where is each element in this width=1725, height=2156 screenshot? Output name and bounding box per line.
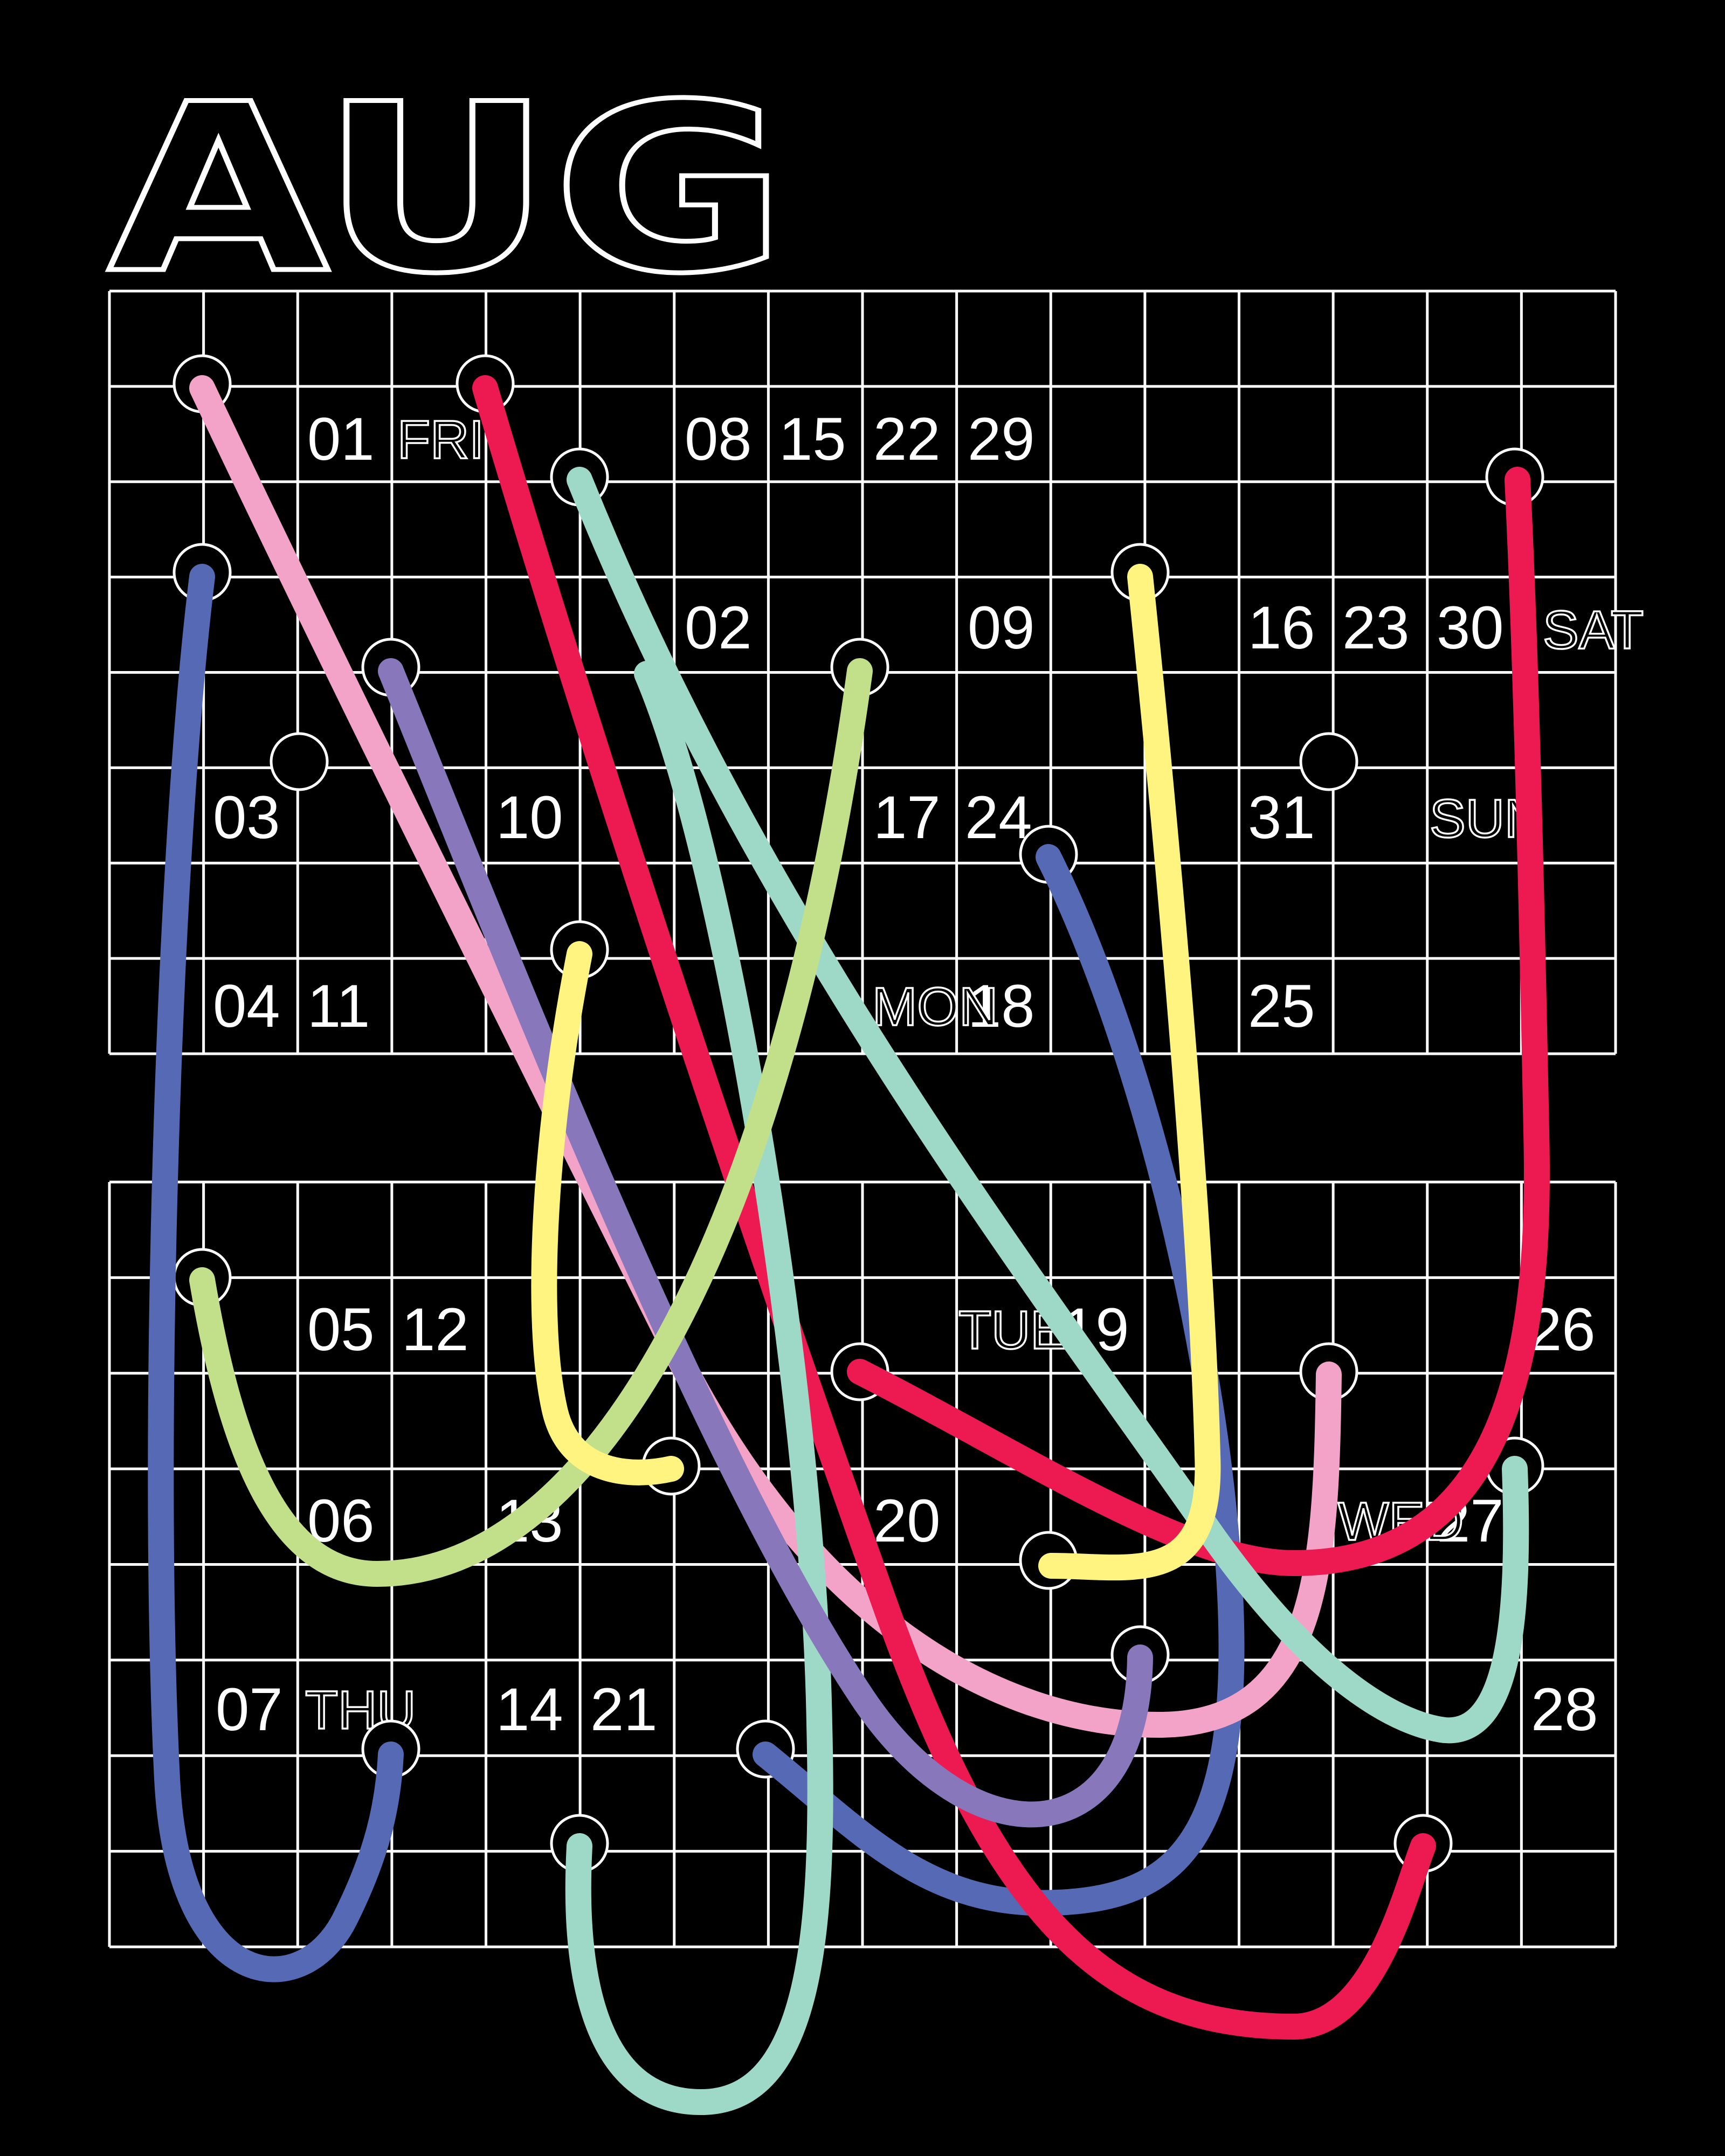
date-29: 29 (968, 405, 1035, 473)
date-14: 14 (496, 1676, 563, 1743)
teal-cord-long (567, 467, 1529, 1744)
weekday-labels: FRI SAT SUN MON TUE WED THU (304, 409, 1645, 1742)
date-08: 08 (685, 405, 752, 473)
date-03: 03 (213, 784, 280, 851)
date-labels: 01 02 03 04 05 06 07 08 09 10 11 12 13 1… (213, 405, 1598, 1743)
red-cord-right (847, 467, 1550, 1576)
date-12: 12 (402, 1296, 469, 1363)
date-25: 25 (1248, 972, 1315, 1040)
green-cord (189, 658, 873, 1587)
date-23: 23 (1342, 594, 1410, 661)
yellow-cord-left (531, 941, 684, 1485)
date-02: 02 (685, 594, 752, 661)
date-18: 18 (968, 972, 1035, 1040)
date-28: 28 (1531, 1676, 1598, 1743)
red-cord-main (472, 375, 1436, 2040)
date-01: 01 (307, 405, 375, 473)
blue-cord-right (753, 844, 1245, 1916)
date-05: 05 (307, 1296, 375, 1363)
month-title: AUG (108, 55, 787, 324)
date-09: 09 (968, 594, 1035, 661)
date-20: 20 (873, 1487, 941, 1554)
hole (270, 732, 329, 791)
teal-cord-loop (565, 661, 833, 2115)
date-04: 04 (213, 972, 280, 1040)
weekday-sat: SAT (1543, 600, 1644, 660)
date-30: 30 (1437, 594, 1504, 661)
date-07: 07 (216, 1676, 283, 1743)
yellow-cord-right (1038, 564, 1221, 1581)
date-15: 15 (779, 405, 846, 473)
date-21: 21 (590, 1676, 658, 1743)
weekday-fri: FRI (397, 410, 484, 470)
date-10: 10 (496, 784, 563, 851)
date-31: 31 (1248, 784, 1315, 851)
date-11: 11 (307, 972, 370, 1040)
date-22: 22 (873, 405, 941, 473)
cords (148, 375, 1550, 2115)
blue-cord-left (148, 564, 404, 1982)
date-24: 24 (965, 784, 1032, 851)
weekday-mon: MON (872, 977, 998, 1037)
date-16: 16 (1248, 594, 1315, 661)
hole (1299, 732, 1358, 791)
date-17: 17 (873, 784, 941, 851)
purple-cord (378, 658, 1153, 1828)
